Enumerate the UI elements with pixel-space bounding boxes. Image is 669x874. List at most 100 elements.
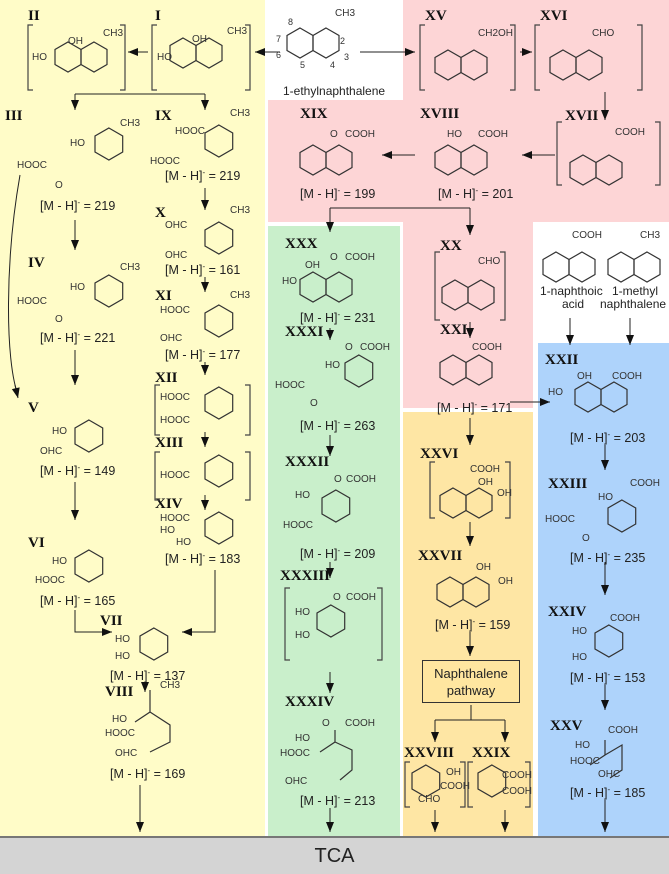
mass-prefix: [M - H] — [300, 187, 338, 202]
substituent-label: OH — [68, 36, 83, 47]
mass-number: 263 — [354, 419, 376, 434]
substituent-label: OH — [305, 260, 320, 271]
substituent-label: CH3 — [230, 205, 251, 216]
substituent-label: O — [333, 592, 341, 603]
substituent-label: HOOC — [160, 305, 190, 316]
arrow-head-icon — [382, 151, 392, 159]
substituent-label: O — [322, 718, 330, 729]
arrow-head-icon — [601, 585, 609, 595]
arrow-head-icon — [466, 225, 474, 235]
substituent-label: HO — [115, 634, 130, 645]
tca-cycle-bar: TCA — [0, 836, 669, 874]
naphthalene-ring-icon — [325, 144, 353, 176]
ref-methyl-sub: CH3 — [640, 230, 661, 241]
bracket-icon — [419, 24, 516, 91]
compound-label-xxxi: XXXI — [285, 324, 324, 340]
arrow-head-icon — [431, 822, 439, 832]
mass-value-xi: [M - H]- = 177 — [165, 347, 240, 362]
substituent-label: COOH — [502, 786, 532, 797]
arrow-head-icon — [11, 387, 20, 398]
substituent-label: COOH — [630, 478, 660, 489]
bracket-icon — [429, 461, 511, 519]
substituent-label: CH3 — [120, 118, 141, 129]
naphthalene-ring-icon — [574, 381, 602, 413]
arrow-head-icon — [102, 628, 112, 636]
substituent-label: OHC — [160, 333, 183, 344]
mass-eq: = — [150, 669, 165, 684]
arrow-head-icon — [522, 151, 532, 159]
substituent-label: COOH — [470, 464, 500, 475]
mass-prefix: [M - H] — [300, 311, 338, 326]
substituent-label: OHC — [115, 748, 138, 759]
substituent-label: HOOC — [275, 380, 305, 391]
open-chain-structure-icon — [319, 730, 353, 781]
mass-charge: - — [337, 546, 341, 555]
naphthalene-ring-icon — [312, 27, 340, 59]
arrow-head-icon — [466, 328, 474, 338]
substituent-label: HO — [70, 282, 85, 293]
region-green — [268, 226, 400, 836]
mass-prefix: [M - H] — [570, 551, 608, 566]
substituent-label: OH — [577, 371, 592, 382]
mass-eq: = — [340, 419, 355, 434]
mass-value-x: [M - H]- = 161 — [165, 262, 240, 277]
substituent-label: COOH — [345, 718, 375, 729]
substituent-label: OH — [497, 488, 512, 499]
mass-eq: = — [80, 594, 95, 609]
substituent-label: CH3 — [227, 26, 248, 37]
mass-charge: - — [337, 186, 341, 195]
naphthalene-ring-icon — [80, 41, 108, 73]
substituent-label: HOOC — [17, 160, 47, 171]
mass-number: 219 — [219, 169, 241, 184]
arrow-head-icon — [141, 682, 149, 692]
arrow-head-icon — [201, 437, 209, 447]
mass-number: 153 — [624, 671, 646, 686]
compound-label-xxx: XXX — [285, 236, 318, 252]
arrow-head-icon — [601, 110, 609, 120]
mass-charge: - — [77, 463, 81, 472]
substituent-label: O — [55, 314, 63, 325]
compound-label-xxiv: XXIV — [548, 604, 587, 620]
substituent-label: COOH — [472, 342, 502, 353]
compound-label-ii: II — [28, 8, 40, 24]
substituent-label: COOH — [608, 725, 638, 736]
arrow-head-icon — [326, 222, 334, 232]
substituent-label: HO — [295, 733, 310, 744]
naphthalene-ring-icon — [595, 154, 623, 186]
compound-label-xxix: XXIX — [472, 745, 511, 761]
compound-label-xxvii: XXVII — [418, 548, 463, 564]
mass-prefix: [M - H] — [165, 552, 203, 567]
mass-value-xxii: [M - H]- = 203 — [570, 430, 645, 445]
mass-prefix: [M - H] — [438, 187, 476, 202]
compound-label-xxxiv: XXXIV — [285, 694, 335, 710]
arrow-head-icon — [201, 100, 209, 110]
mass-prefix: [M - H] — [40, 331, 78, 346]
ring-position-number: 8 — [288, 17, 294, 27]
substituent-label: HO — [295, 607, 310, 618]
substituent-label: O — [310, 398, 318, 409]
mass-number: 183 — [219, 552, 241, 567]
substituent-label: CH2OH — [478, 28, 514, 39]
mass-number: 231 — [354, 311, 376, 326]
substituent-label: HOOC — [160, 415, 190, 426]
substituent-label: HO — [160, 525, 175, 536]
mass-charge: - — [77, 198, 81, 207]
arrow-head-icon — [201, 365, 209, 375]
compound-label-xxv: XXV — [550, 718, 583, 734]
ring-position-number: 2 — [340, 36, 346, 46]
naphthalene-ring-icon — [434, 49, 462, 81]
arrow-head-icon — [466, 435, 474, 445]
mass-charge: - — [607, 550, 611, 559]
substituent-label: COOH — [346, 592, 376, 603]
compound-label-iii: III — [5, 108, 23, 124]
mass-charge: - — [202, 262, 206, 271]
naphthalene-ring-icon — [467, 279, 495, 311]
benzene-ring-icon — [204, 304, 234, 338]
substituent-label: OH — [476, 562, 491, 573]
substituent-label: OHC — [40, 446, 63, 457]
benzene-ring-icon — [94, 274, 124, 308]
mass-prefix: [M - H] — [165, 169, 203, 184]
arrow-head-icon — [71, 240, 79, 250]
compound-label-xiii: XIII — [155, 435, 184, 451]
